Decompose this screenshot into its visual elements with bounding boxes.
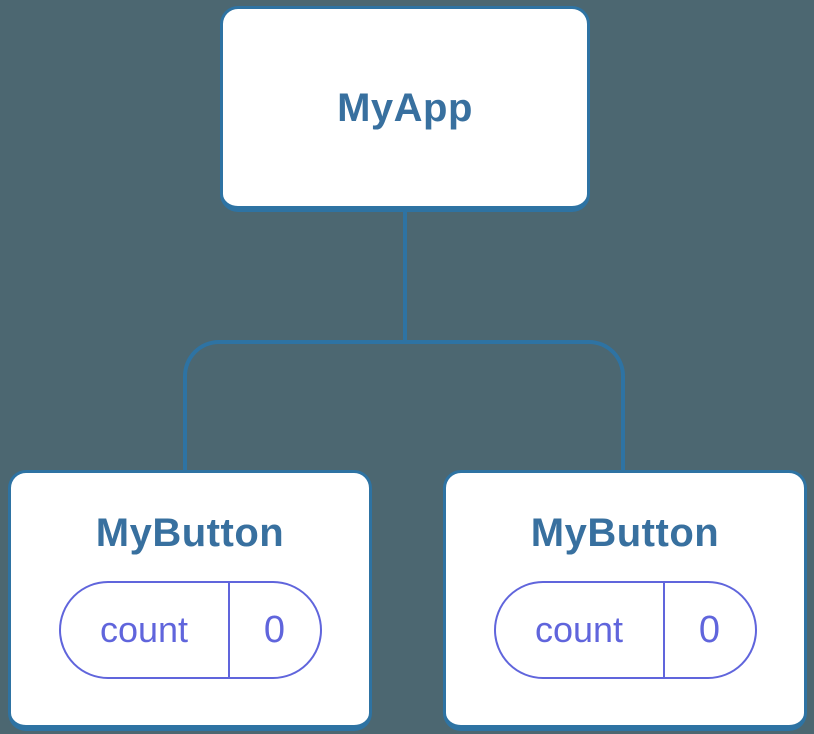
component-name-child-right: MyButton <box>530 511 720 555</box>
connector-branch <box>183 340 625 471</box>
connector-stem <box>403 212 407 342</box>
component-node-child-left: MyButton count 0 <box>8 470 372 731</box>
state-value-left: 0 <box>263 608 286 651</box>
state-key-left: count <box>61 583 230 677</box>
state-pill-right: count 0 <box>493 581 757 679</box>
component-node-root: MyApp <box>220 6 590 212</box>
state-key-right: count <box>496 583 665 677</box>
component-name-child-left: MyButton <box>95 511 285 555</box>
state-value-right: 0 <box>698 608 721 651</box>
component-name-root: MyApp <box>337 85 473 130</box>
component-node-child-right: MyButton count 0 <box>443 470 807 731</box>
state-pill-left: count 0 <box>58 581 322 679</box>
